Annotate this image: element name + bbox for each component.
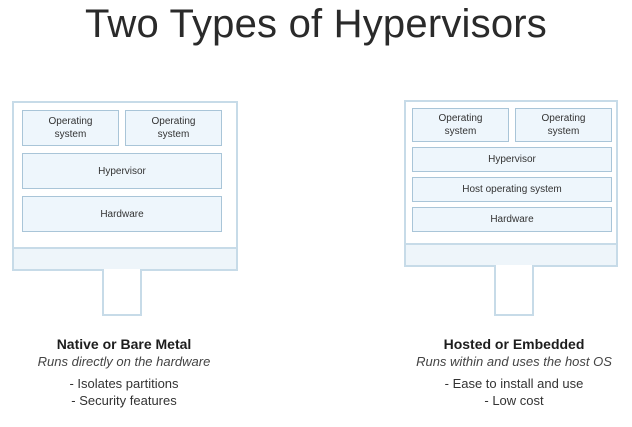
feature-item: - Isolates partitions <box>69 376 179 391</box>
hosted-caption: Hosted or Embedded Runs within and uses … <box>364 335 632 409</box>
native-heading: Native or Bare Metal <box>56 336 192 352</box>
monitor-stand <box>102 269 142 316</box>
monitor-stand <box>494 265 534 316</box>
feature-item: - Ease to install and use <box>444 376 584 391</box>
native-caption: Native or Bare Metal Runs directly on th… <box>0 335 274 409</box>
monitor-chin <box>406 243 616 265</box>
hypervisor-block: Hypervisor <box>412 147 612 172</box>
page-title: Two Types of Hypervisors <box>84 2 547 46</box>
hardware-label: Hardware <box>490 214 534 225</box>
native-subtitle: Runs directly on the hardware <box>37 354 211 369</box>
hypervisor-label: Hypervisor <box>98 165 146 177</box>
monitor-chin <box>14 247 236 269</box>
feature-item: - Security features <box>71 393 177 408</box>
host-os-block: Host operating system <box>412 177 612 202</box>
hosted-feature-list: - Ease to install and use - Low cost <box>364 375 632 409</box>
feature-item: - Low cost <box>484 393 544 408</box>
hypervisor-label: Hypervisor <box>488 154 536 165</box>
hardware-block: Hardware <box>412 207 612 232</box>
hypervisor-block: Hypervisor <box>22 153 222 189</box>
host-os-label: Host operating system <box>462 184 562 195</box>
hosted-heading: Hosted or Embedded <box>443 336 585 352</box>
hardware-label: Hardware <box>100 208 144 220</box>
hosted-subtitle: Runs within and uses the host OS <box>416 354 612 369</box>
hardware-block: Hardware <box>22 196 222 232</box>
native-feature-list: - Isolates partitions - Security feature… <box>0 375 274 409</box>
